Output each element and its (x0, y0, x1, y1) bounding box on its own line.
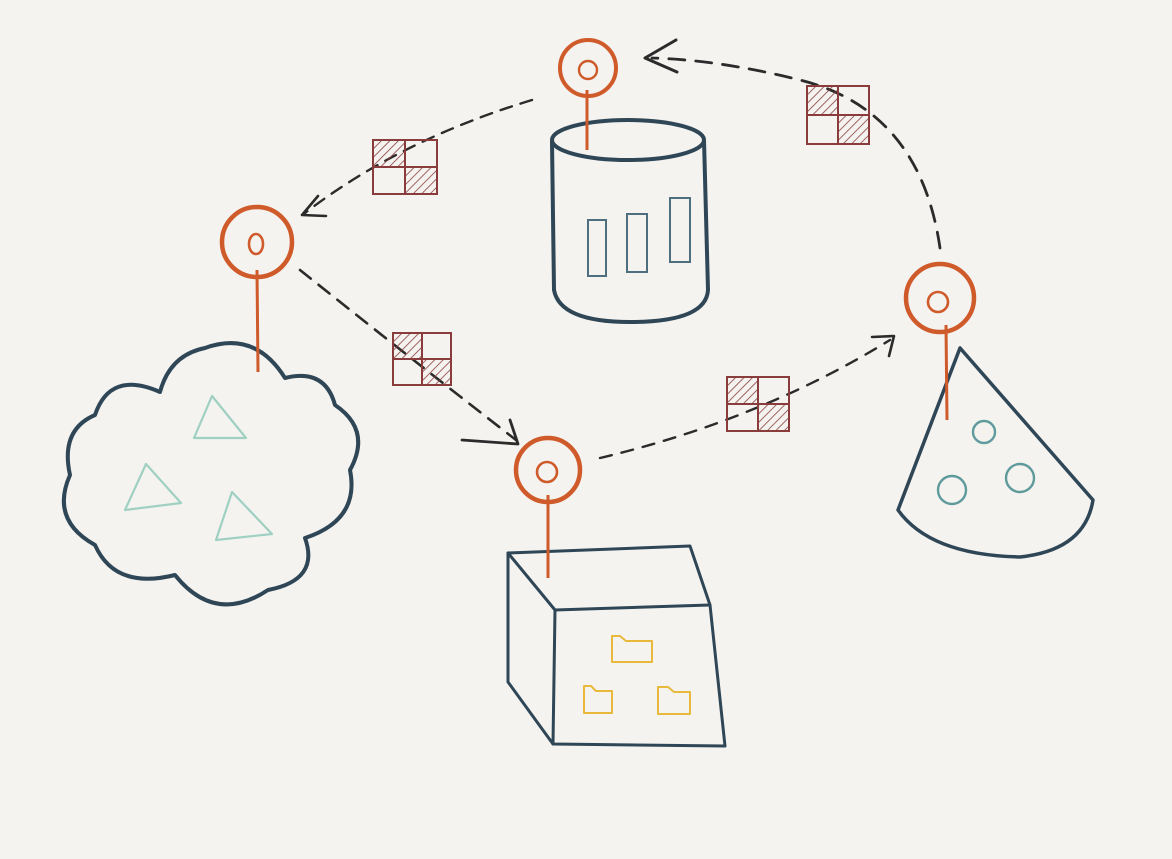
pin-storage (558, 38, 618, 150)
triangle-icon (123, 462, 183, 512)
pin-cone (903, 261, 977, 421)
grid-packet-icon (806, 85, 870, 145)
triangle-icon (214, 490, 274, 542)
ring-icon (1004, 462, 1036, 494)
cloud-shape (61, 341, 361, 607)
folder-icon (583, 685, 613, 714)
flow-arrows (298, 38, 942, 460)
server-box (506, 544, 727, 748)
cone-shape (896, 346, 1095, 559)
grid-packet-icon (372, 139, 438, 195)
pin-server (513, 435, 583, 578)
flow-server-to-cone (598, 334, 896, 460)
ring-icon (971, 419, 997, 445)
flow-storage-to-cloud (300, 98, 534, 218)
storage-cylinder (550, 118, 710, 324)
triangle-icon (192, 394, 248, 440)
ring-icon (936, 474, 968, 506)
bar-chart-icon (587, 197, 691, 277)
grid-packet-icon (726, 376, 790, 432)
folder-icon (611, 635, 653, 663)
folder-icon (657, 686, 691, 715)
flow-cone-to-storage (643, 38, 942, 250)
pin-cloud (219, 204, 295, 373)
grid-packet-icon (392, 332, 452, 386)
